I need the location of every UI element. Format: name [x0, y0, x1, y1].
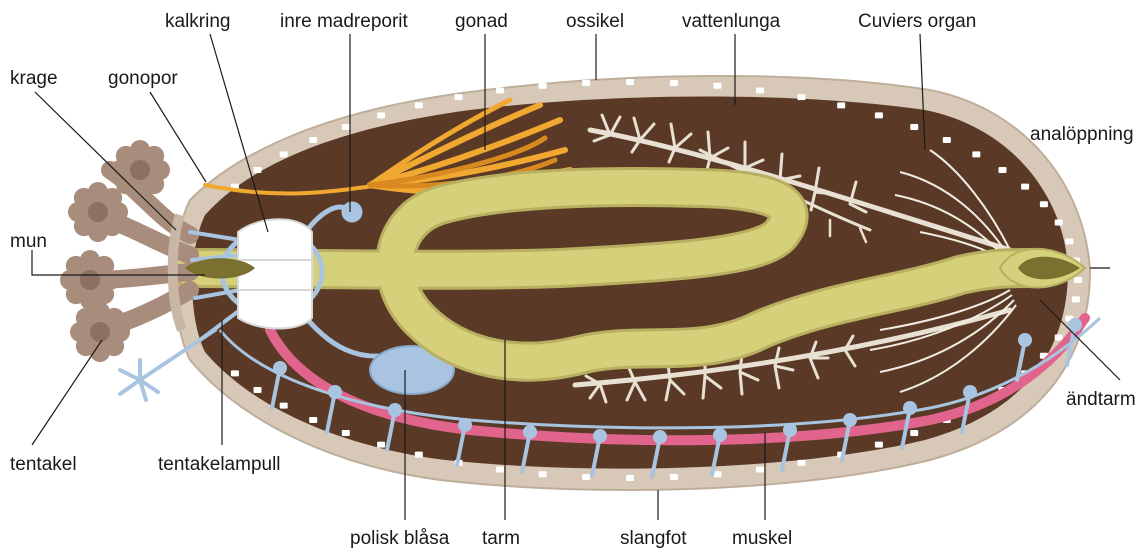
- tube-foot: [1018, 333, 1032, 347]
- tube-foot: [783, 423, 797, 437]
- label-andtarm: ändtarm: [1066, 389, 1136, 410]
- ossicle: [670, 474, 678, 480]
- ossicle: [342, 124, 350, 130]
- tube-foot: [523, 425, 537, 439]
- ossicle: [1021, 184, 1029, 190]
- ossicle: [837, 102, 845, 108]
- ossicle: [254, 167, 262, 173]
- ossicle: [875, 442, 883, 448]
- ossicle: [875, 112, 883, 118]
- ossicle: [756, 466, 764, 472]
- ossicle: [342, 430, 350, 436]
- ossicle: [309, 137, 317, 143]
- ossicle: [943, 137, 951, 143]
- ossicle: [1040, 201, 1048, 207]
- leader-tentakel: [32, 340, 102, 445]
- ossicle: [756, 88, 764, 94]
- ossicle: [713, 83, 721, 89]
- ossicle: [280, 403, 288, 409]
- ossicle: [670, 80, 678, 86]
- label-kalkring: kalkring: [165, 11, 230, 32]
- label-tentakel: tentakel: [10, 454, 77, 475]
- tube-foot: [903, 401, 917, 415]
- label-gonad: gonad: [455, 11, 508, 32]
- tube-foot: [328, 385, 342, 399]
- ossicle: [254, 387, 262, 393]
- ossicle: [910, 430, 918, 436]
- label-tentakelampull: tentakelampull: [158, 454, 281, 475]
- ossicle: [539, 83, 547, 89]
- ossicle: [377, 112, 385, 118]
- label-mun: mun: [10, 231, 47, 252]
- label-gonopor: gonopor: [108, 68, 178, 89]
- label-cuviers-organ: Cuviers organ: [858, 11, 976, 32]
- tube-foot: [388, 403, 402, 417]
- ossicle: [626, 79, 634, 85]
- tube-foot: [963, 385, 977, 399]
- tube-foot: [713, 428, 727, 442]
- tube-foot: [273, 361, 287, 375]
- ossicle: [1055, 220, 1063, 226]
- ossicle: [415, 102, 423, 108]
- ossicle: [1074, 277, 1082, 283]
- tentacle-head: [60, 250, 120, 310]
- ossicle: [910, 124, 918, 130]
- tentacle-head: [68, 182, 128, 242]
- tube-foot: [843, 413, 857, 427]
- tube-foot: [593, 429, 607, 443]
- ossicle: [496, 466, 504, 472]
- tube-foot: [653, 430, 667, 444]
- label-tarm: tarm: [482, 528, 520, 549]
- ossicle: [582, 474, 590, 480]
- ossicle: [539, 471, 547, 477]
- tentacle-head: [70, 302, 130, 362]
- ossicle: [797, 460, 805, 466]
- ossicle: [377, 442, 385, 448]
- ossicle: [496, 88, 504, 94]
- ossicle: [1065, 238, 1073, 244]
- ossicle: [626, 475, 634, 481]
- label-krage: krage: [10, 68, 58, 89]
- label-vattenlunga: vattenlunga: [682, 11, 781, 32]
- ossicle: [998, 167, 1006, 173]
- ossicle: [309, 417, 317, 423]
- label-slangfot: slangfot: [620, 528, 687, 549]
- label-polisk-blasa: polisk blåsa: [350, 528, 450, 549]
- ossicle: [1055, 334, 1063, 340]
- ossicle: [455, 94, 463, 100]
- ossicle: [797, 94, 805, 100]
- ossicle: [231, 370, 239, 376]
- ossicle: [972, 151, 980, 157]
- ossicle: [415, 452, 423, 458]
- tube-foot: [458, 418, 472, 432]
- label-analoppning: analöppning: [1030, 124, 1134, 145]
- label-ossikel: ossikel: [566, 11, 624, 32]
- ossicle: [582, 80, 590, 86]
- label-muskel: muskel: [732, 528, 792, 549]
- ossicle: [280, 151, 288, 157]
- label-inre-madreporit: inre madreporit: [280, 11, 408, 32]
- calcareous-ring: [238, 219, 312, 328]
- ossicle: [1072, 296, 1080, 302]
